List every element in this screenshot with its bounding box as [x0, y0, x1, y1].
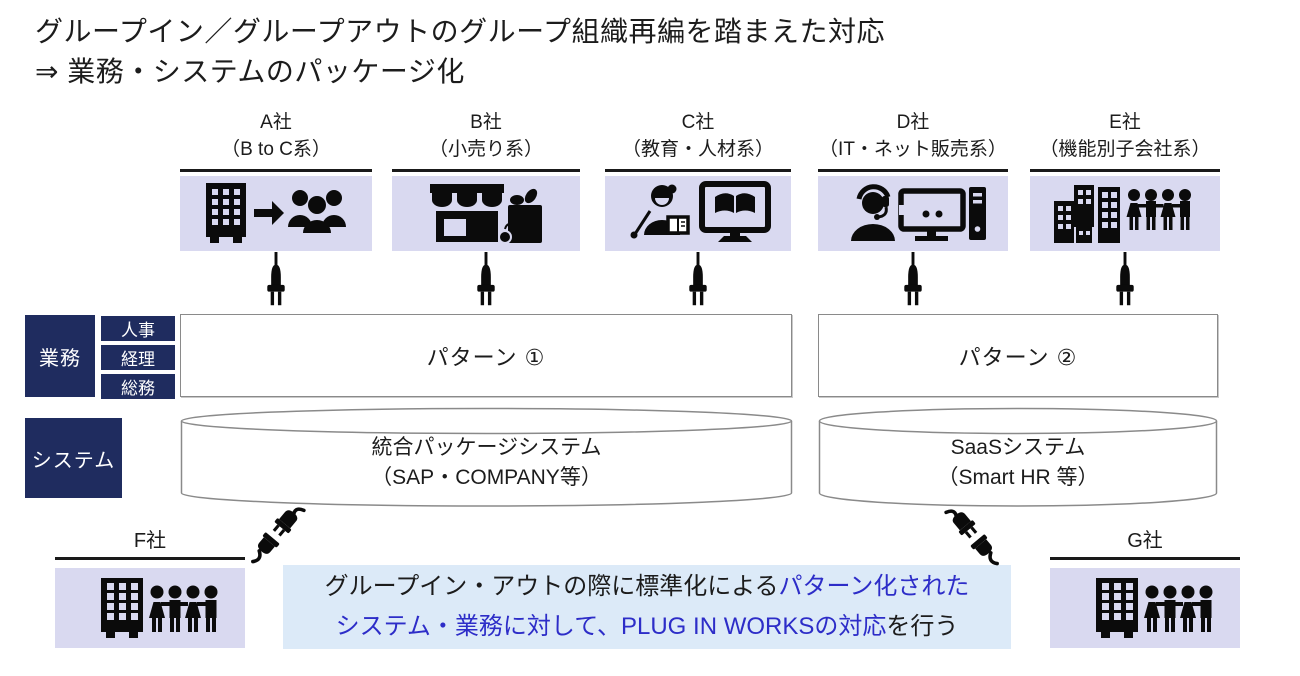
teacher-elearning-icon: [630, 181, 771, 242]
pattern-1-box: パターン ①: [180, 314, 792, 397]
header-underline: [605, 169, 791, 172]
page-title: グループイン／グループアウトのグループ組織再編を踏まえた対応 ⇒ 業務・システム…: [35, 12, 885, 92]
note-blue-1: パターン化された: [778, 573, 970, 600]
title-line-1: グループイン／グループアウトのグループ組織再編を踏まえた対応: [35, 16, 885, 47]
unplugged-icon: [251, 507, 306, 564]
building-people-icon: [1096, 578, 1213, 638]
support-desktop-icon: [851, 184, 986, 241]
note-line-1: グループイン・アウトの際に標準化によるパターン化された: [283, 567, 1011, 607]
plug-connector-c: [605, 251, 791, 313]
buildings-people-icon: [1054, 185, 1191, 243]
company-d-column: D社 （IT・ネット販売系）: [818, 106, 1008, 313]
company-f-label: F社: [133, 530, 167, 552]
company-b-name: B社: [470, 112, 502, 133]
plug-connector-e: [1030, 251, 1220, 313]
company-e-icon-box: [1030, 175, 1220, 251]
cylinder-2-text: SaaSシステム （Smart HR 等）: [818, 433, 1218, 493]
company-c-column: C社 （教育・人材系）: [605, 106, 791, 313]
pattern-2-label: パターン ②: [958, 344, 1078, 370]
header-underline: [818, 169, 1008, 172]
plug-connector-d: [818, 251, 1008, 313]
pattern-2-box: パターン ②: [818, 314, 1218, 397]
company-f-icon-box: [55, 568, 245, 648]
plug-connector-a: [180, 251, 372, 313]
cylinder-integrated-package: 統合パッケージシステム （SAP・COMPANY等）: [180, 407, 793, 507]
company-g-label: G社: [1127, 530, 1163, 552]
building-people-icon: [101, 578, 218, 638]
company-e-header: E社 （機能別子会社系）: [1030, 106, 1220, 166]
company-e-column: E社 （機能別子会社系）: [1030, 106, 1220, 313]
company-b-type: （小売り系）: [428, 139, 543, 160]
note-black-1: グループイン・アウトの際に標準化による: [324, 573, 779, 600]
business-label-text: 業務: [39, 347, 81, 370]
dept-hr: 人事: [100, 315, 176, 342]
plug-icon: [267, 251, 285, 305]
company-d-header: D社 （IT・ネット販売系）: [818, 106, 1008, 166]
note-box: グループイン・アウトの際に標準化によるパターン化された システム・業務に対して、…: [283, 565, 1011, 649]
company-d-name: D社: [896, 112, 930, 133]
company-a-type: （B to C系）: [221, 139, 331, 160]
company-b-column: B社 （小売り系）: [392, 106, 580, 313]
header-underline: [392, 169, 580, 172]
plug-connector-b: [392, 251, 580, 313]
building-to-people-icon: [206, 183, 346, 243]
department-stack: 人事 経理 総務: [100, 315, 176, 400]
company-a-header: A社 （B to C系）: [180, 106, 372, 166]
company-g-underline: [1050, 557, 1240, 560]
cylinder-1-line2: （SAP・COMPANY等）: [371, 466, 602, 489]
company-e-name: E社: [1109, 112, 1141, 133]
cylinder-shape: [818, 407, 1218, 507]
note-blue-2: システム・業務に対して、PLUG IN WORKSの対応: [335, 613, 887, 640]
cylinder-2-line1: SaaSシステム: [950, 436, 1086, 459]
unplugged-icon: [944, 509, 999, 566]
storefront-shopping-bag-icon: [430, 184, 542, 244]
cylinder-1-text: 統合パッケージシステム （SAP・COMPANY等）: [180, 433, 793, 493]
company-c-type: （教育・人材系）: [621, 139, 774, 160]
pattern-1-label: パターン ①: [426, 344, 546, 370]
cylinder-saas: SaaSシステム （Smart HR 等）: [818, 407, 1218, 507]
plug-icon: [477, 251, 495, 305]
dept-accounting: 経理: [100, 344, 176, 371]
header-underline: [1030, 169, 1220, 172]
plug-icon: [1116, 251, 1134, 305]
cylinder-2-line2: （Smart HR 等）: [937, 466, 1099, 489]
plug-icon: [689, 251, 707, 305]
title-line-2: ⇒ 業務・システムのパッケージ化: [35, 56, 465, 87]
plug-icon: [904, 251, 922, 305]
cylinder-1-line1: 統合パッケージシステム: [371, 436, 602, 459]
cylinder-shape: [180, 407, 793, 507]
company-a-name: A社: [260, 112, 292, 133]
company-c-icon-box: [605, 175, 791, 251]
company-c-name: C社: [681, 112, 715, 133]
company-d-type: （IT・ネット販売系）: [819, 139, 1007, 160]
company-b-header: B社 （小売り系）: [392, 106, 580, 166]
company-a-icon-box: [180, 175, 372, 251]
system-label-text: システム: [31, 449, 116, 472]
header-underline: [180, 169, 372, 172]
company-g-icon-box: [1050, 568, 1240, 648]
dept-general-affairs: 総務: [100, 373, 176, 400]
company-a-column: A社 （B to C系）: [180, 106, 372, 313]
company-b-icon-box: [392, 175, 580, 251]
system-row-label: システム: [25, 418, 122, 498]
company-d-icon-box: [818, 175, 1008, 251]
company-f-underline: [55, 557, 245, 560]
note-black-2: を行う: [886, 613, 959, 640]
company-c-header: C社 （教育・人材系）: [605, 106, 791, 166]
business-row-label: 業務: [25, 315, 95, 397]
company-e-type: （機能別子会社系）: [1039, 139, 1211, 160]
note-line-2: システム・業務に対して、PLUG IN WORKSの対応を行う: [283, 607, 1011, 647]
